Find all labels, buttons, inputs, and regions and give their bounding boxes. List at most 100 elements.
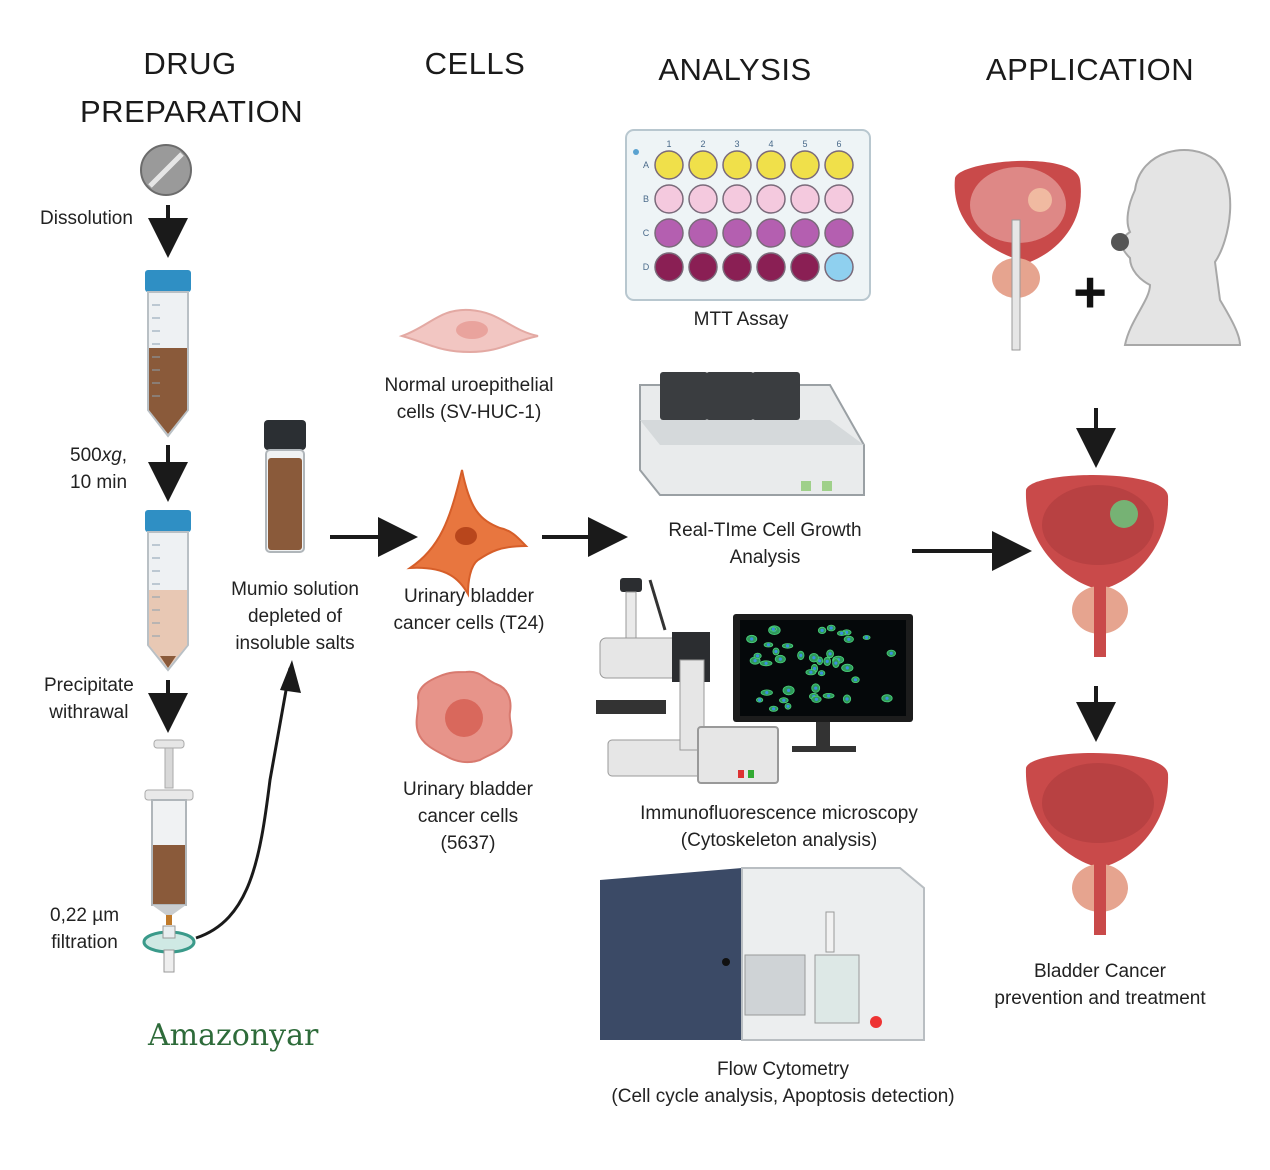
fluorescent-nucleus — [812, 666, 817, 671]
fluorescent-nucleus — [889, 651, 893, 655]
bladder-catheter-icon — [954, 160, 1081, 351]
mtt-column-label: 5 — [802, 139, 807, 149]
fluorescent-nucleus — [764, 661, 768, 665]
mtt-row-label: D — [643, 262, 650, 272]
mtt-well — [688, 184, 718, 214]
fluorescent-nucleus — [847, 637, 851, 641]
curved-arrow-up — [195, 667, 292, 940]
header-drug-line-2: PREPARATION — [80, 94, 304, 129]
label-5637-cells: Urinary bladder cancer cells (5637) — [388, 776, 548, 857]
label-filtration-line-2: filtration — [51, 932, 118, 953]
fluorescent-nucleus — [834, 661, 838, 665]
header-cells: CELLS — [424, 46, 526, 81]
fluorescent-nucleus — [786, 644, 790, 648]
mtt-well — [824, 218, 854, 248]
mtt-well — [756, 184, 786, 214]
amazonyar-logo: Amazonyar — [148, 1018, 319, 1053]
label-mumio-line-2: depleted of — [247, 606, 343, 627]
label-normal-cells: Normal uroepithelial cells (SV-HUC-1) — [372, 372, 566, 426]
label-mumio-line-3: insoluble salts — [235, 633, 355, 654]
mtt-well — [688, 218, 718, 248]
fluorescent-nucleus — [814, 686, 818, 690]
bladder-tumor-icon — [1025, 474, 1169, 657]
bladder-healthy-icon — [1025, 752, 1169, 935]
fluorescent-nucleus — [787, 688, 791, 693]
mtt-well — [790, 252, 820, 282]
fluorescent-nucleus — [820, 628, 824, 633]
fluorescent-cells — [746, 624, 897, 712]
header-analysis: ANALYSIS — [658, 52, 812, 87]
centrifuge-tube-icon — [145, 270, 191, 438]
fluorescent-nucleus — [771, 627, 775, 631]
fluorescent-nucleus — [750, 637, 754, 641]
fluorescent-nucleus — [772, 707, 776, 711]
mtt-well — [824, 252, 854, 282]
syringe-icon — [144, 739, 194, 925]
label-mtt-assay: MTT Assay — [693, 309, 789, 330]
mtt-well — [722, 252, 752, 282]
mtt-row-labels: A B C D — [643, 160, 650, 272]
mtt-row-label: B — [643, 194, 649, 204]
syringe-filter-icon — [142, 925, 196, 973]
mtt-well — [756, 150, 786, 180]
label-dissolution: Dissolution — [40, 208, 133, 229]
cell-5637-icon — [415, 670, 513, 764]
label-flow-cytometry: Flow Cytometry (Cell cycle analysis, Apo… — [590, 1056, 976, 1110]
fluorescent-nucleus — [756, 654, 760, 658]
header-drug-line-1: DRUG — [143, 46, 237, 81]
mtt-well — [722, 218, 752, 248]
fluorescent-nucleus — [758, 698, 762, 702]
fluorescent-nucleus — [820, 671, 824, 675]
t24-cell-icon — [406, 469, 529, 598]
label-t24-cells: Urinary bladder cancer cells (T24) — [382, 583, 556, 637]
fluorescent-nucleus — [812, 656, 816, 660]
label-bladder-cancer: Bladder Cancer prevention and treatment — [980, 958, 1220, 1012]
mtt-column-label: 3 — [734, 139, 739, 149]
label-mumio-solution: Mumio solution depleted of insoluble sal… — [222, 576, 368, 657]
label-centrifugation: 500xg, 10 min — [70, 442, 127, 496]
label-precipitate-line-1: Precipitate — [44, 675, 134, 696]
label-immuno-line-2: (Cytoskeleton analysis) — [680, 830, 878, 851]
label-5637-line-2: cancer cells — [417, 806, 519, 827]
label-immunofluorescence: Immunofluorescence microscopy (Cytoskele… — [620, 800, 938, 854]
fluorescent-nucleus — [865, 635, 869, 640]
mtt-column-label: 2 — [700, 139, 705, 149]
fluorescent-nucleus — [825, 659, 829, 664]
fluorescent-nucleus — [845, 666, 849, 670]
controller-box-icon — [697, 726, 779, 784]
label-real-time: Real-TIme Cell Growth Analysis — [650, 517, 880, 571]
fluorescent-nucleus — [774, 649, 778, 654]
label-t24-line-2: cancer cells (T24) — [393, 613, 545, 634]
label-real-time-line-2: Analysis — [729, 547, 801, 568]
fluorescent-nucleus — [885, 696, 889, 700]
label-t24-line-1: Urinary bladder — [404, 586, 534, 607]
mtt-well — [722, 184, 752, 214]
mtt-well — [654, 184, 684, 214]
label-normal-line-1: Normal uroepithelial — [384, 375, 554, 396]
label-bladder-line-2: prevention and treatment — [994, 988, 1206, 1009]
mtt-column-label: 4 — [768, 139, 773, 149]
fluorescent-nucleus — [778, 657, 782, 661]
plus-sign: + — [1073, 260, 1107, 325]
microscope-icon — [596, 578, 710, 777]
mtt-row-label: C — [643, 228, 650, 238]
centrifuge-tube-pellet-icon — [145, 510, 191, 672]
mtt-row-label: A — [643, 160, 649, 170]
label-normal-line-2: cells (SV-HUC-1) — [396, 402, 542, 423]
fluorescent-nucleus — [786, 704, 790, 708]
mtt-well — [722, 150, 752, 180]
fluorescent-nucleus — [845, 697, 849, 701]
mtt-well — [824, 150, 854, 180]
mtt-column-labels: 1 2 3 4 5 6 — [666, 139, 841, 149]
fluorescent-nucleus — [753, 659, 757, 663]
mtt-well — [688, 150, 718, 180]
mtt-column-label: 6 — [836, 139, 841, 149]
monitor-icon — [733, 614, 913, 752]
header-drug-preparation: DRUG PREPARATION — [80, 40, 304, 136]
fluorescent-nucleus — [828, 652, 832, 656]
label-filtration-line-1: 0,22 µm — [50, 905, 120, 926]
mtt-well — [654, 252, 684, 282]
mtt-well — [790, 150, 820, 180]
mtt-column-label: 1 — [666, 139, 671, 149]
